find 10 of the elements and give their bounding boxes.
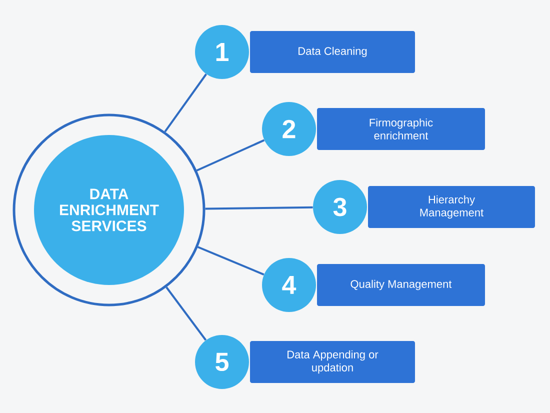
label-box: Hierarchy Management	[368, 186, 535, 228]
label-box: Data Cleaning	[250, 31, 415, 73]
connector-line	[166, 286, 207, 341]
label-box: Quality Management	[317, 264, 485, 306]
label-box: Firmographic enrichment	[317, 108, 485, 150]
connector-line	[205, 206, 313, 210]
connector-line	[196, 139, 265, 172]
connector-line	[164, 74, 207, 132]
label-box: Data Appending or updation	[250, 340, 415, 383]
connector-line	[197, 246, 264, 276]
